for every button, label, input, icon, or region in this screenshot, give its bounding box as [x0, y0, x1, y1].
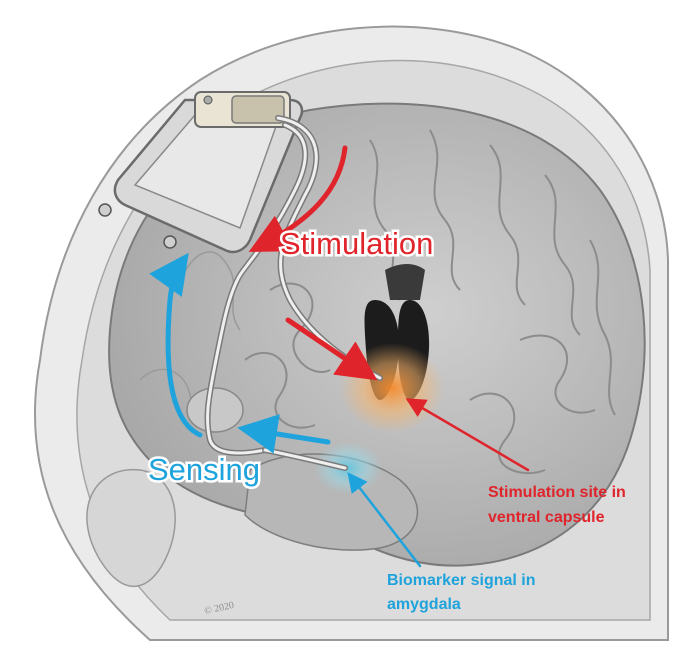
- biomarker-label-line1: Biomarker signal in: [387, 572, 536, 589]
- stimulation-site-glow: [340, 343, 444, 433]
- sensing-label: Sensing: [148, 452, 260, 487]
- biomarker-label-line2: amygdala: [387, 596, 461, 613]
- stimulation-site-label-line1: Stimulation site in: [488, 484, 626, 501]
- stimulation-label: Stimulation: [280, 226, 433, 261]
- stimulation-site-label-line2: ventral capsule: [488, 509, 605, 526]
